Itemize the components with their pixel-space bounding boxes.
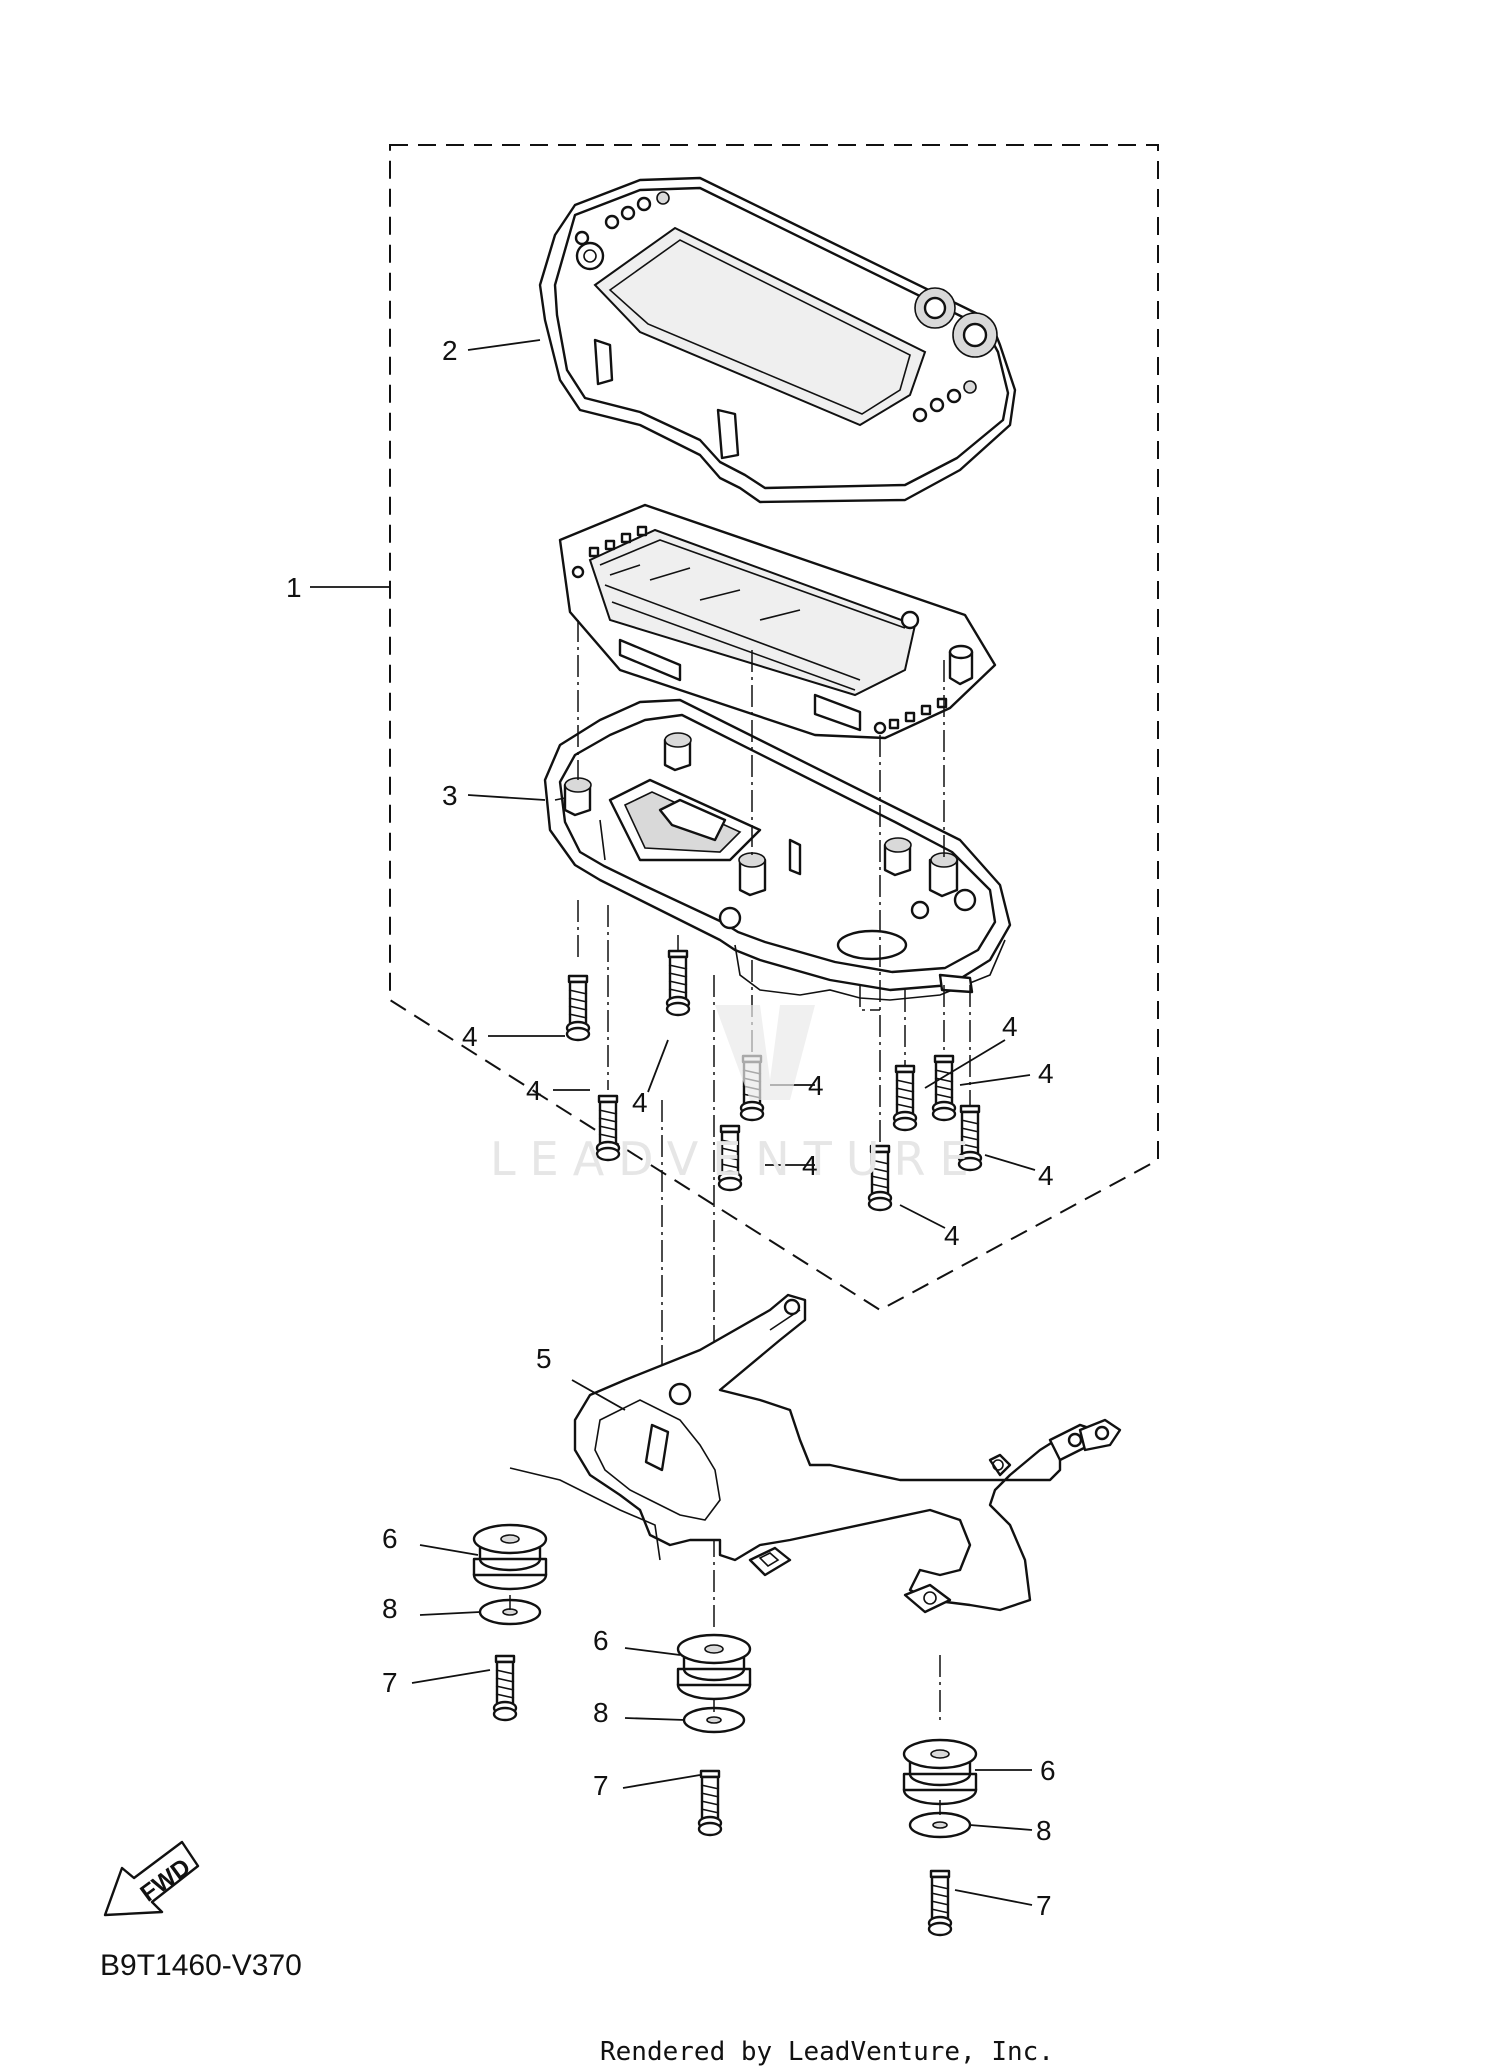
callout-7a: 7 (382, 1667, 398, 1698)
diagram-reference-code: B9T1460-V370 (100, 1949, 302, 1982)
fwd-arrow-icon: FWD (103, 1840, 200, 1917)
callout-8a: 8 (382, 1593, 398, 1624)
callout-5: 5 (536, 1343, 552, 1374)
callout-7b: 7 (593, 1770, 609, 1801)
callout-2: 2 (442, 335, 458, 366)
callout-4d: 4 (808, 1070, 824, 1101)
callout-4f: 4 (1002, 1011, 1018, 1042)
callout-4h: 4 (1038, 1160, 1054, 1191)
assembly-boundary (389, 144, 1159, 1312)
callout-6a: 6 (382, 1523, 398, 1554)
display-board (558, 503, 997, 740)
callout-4c: 4 (526, 1075, 542, 1106)
callout-labels: 1 2 3 4 4 4 4 4 4 4 4 4 5 6 8 7 6 8 7 6 … (286, 335, 1056, 1921)
callout-4e: 4 (802, 1150, 818, 1181)
bracket-part-5 (509, 1293, 1122, 1614)
callout-4a: 4 (462, 1021, 478, 1052)
callout-4g: 4 (1038, 1058, 1054, 1089)
callout-7c: 7 (1036, 1890, 1052, 1921)
watermark-logo (715, 1005, 815, 1100)
render-credit-footer: Rendered by LeadVenture, Inc. (600, 2037, 1054, 2067)
lower-case-part-3 (543, 698, 1012, 1001)
callout-8c: 8 (1036, 1815, 1052, 1846)
callout-4b: 4 (632, 1087, 648, 1118)
watermark-text: LEADVENTURE (490, 1132, 983, 1186)
callout-3: 3 (442, 780, 458, 811)
callout-1: 1 (286, 572, 302, 603)
callout-4i: 4 (944, 1220, 960, 1251)
callout-6b: 6 (593, 1625, 609, 1656)
mount-hardware (472, 1523, 978, 1937)
meter-cover-part-2 (538, 176, 1017, 504)
callout-8b: 8 (593, 1697, 609, 1728)
callout-6c: 6 (1040, 1755, 1056, 1786)
